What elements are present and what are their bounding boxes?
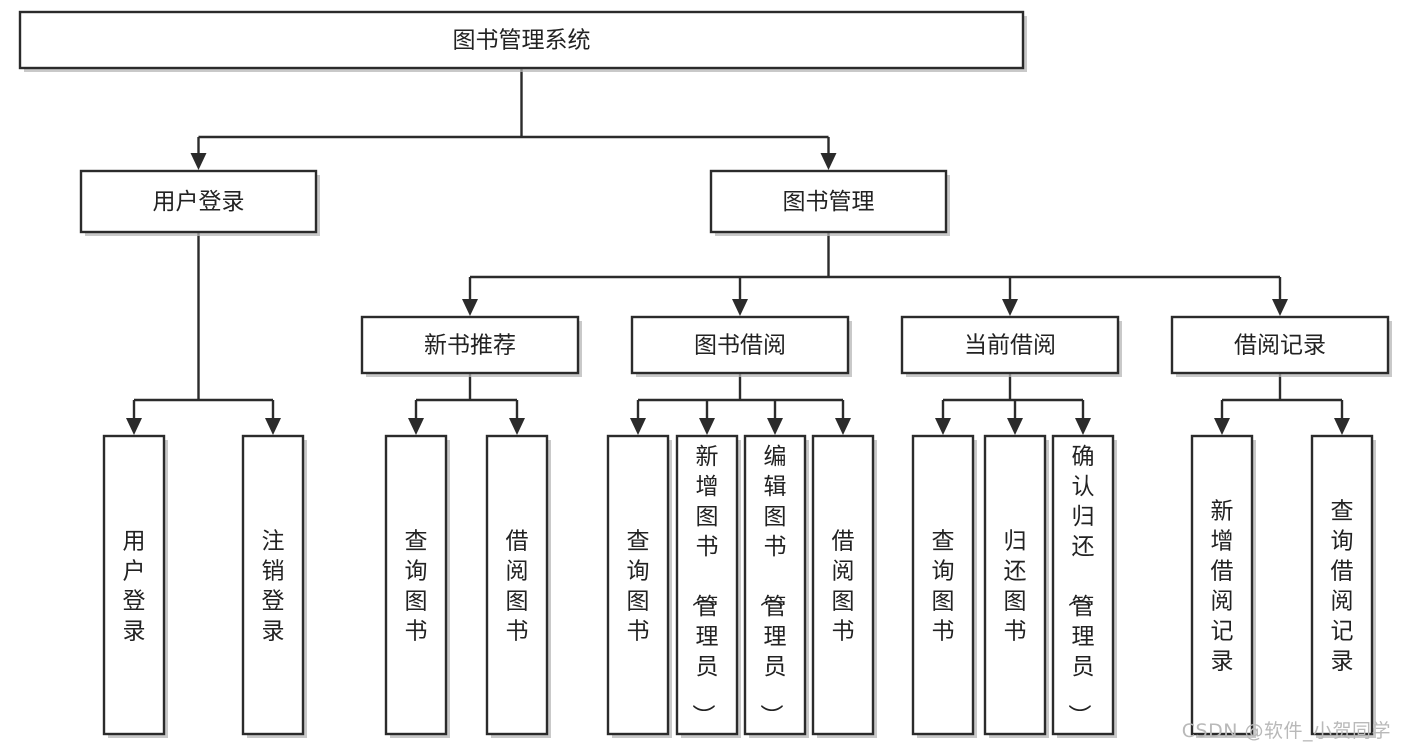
edges-from-book-borrow bbox=[630, 373, 851, 435]
node-label: 查询图书 bbox=[405, 528, 428, 644]
node-label: 确认归还（管理员） bbox=[1066, 444, 1095, 727]
node-leaf-query-book-borrow[interactable]: 查询图书 bbox=[606, 434, 672, 738]
node-user-login[interactable]: 用户登录 bbox=[79, 169, 320, 236]
node-label: 用户登录 bbox=[123, 528, 146, 644]
node-label: 图书借阅 bbox=[694, 333, 786, 359]
edge-layer bbox=[126, 68, 1350, 435]
node-leaf-borrow-book[interactable]: 借阅图书 bbox=[811, 434, 877, 738]
node-label: 图书管理 bbox=[783, 189, 875, 215]
node-box bbox=[675, 434, 739, 736]
arrow-head bbox=[630, 418, 646, 435]
node-leaf-borrow-book-rec[interactable]: 借阅图书 bbox=[485, 434, 551, 738]
node-box bbox=[1170, 315, 1390, 375]
edges-from-new-book-rec bbox=[408, 373, 525, 435]
edges-from-current-borrow bbox=[935, 373, 1091, 435]
arrow-head bbox=[835, 418, 851, 435]
node-book-manage[interactable]: 图书管理 bbox=[709, 169, 950, 236]
node-borrow-record[interactable]: 借阅记录 bbox=[1170, 315, 1392, 377]
arrow-head bbox=[1214, 418, 1230, 435]
node-box bbox=[911, 434, 975, 736]
node-box bbox=[241, 434, 305, 736]
arrow-head bbox=[820, 153, 837, 170]
node-label: 借阅图书 bbox=[506, 528, 529, 644]
edges-from-root bbox=[190, 68, 837, 170]
node-label: 查询借阅记录 bbox=[1331, 498, 1354, 674]
arrow-head bbox=[1075, 418, 1091, 435]
node-label: 新增图书（管理员） bbox=[690, 444, 719, 727]
node-leaf-query-book-current[interactable]: 查询图书 bbox=[911, 434, 977, 738]
node-box bbox=[102, 434, 166, 736]
node-book-borrow[interactable]: 图书借阅 bbox=[630, 315, 852, 377]
node-leaf-add-borrow-record[interactable]: 新增借阅记录 bbox=[1190, 434, 1256, 738]
node-label: 新增借阅记录 bbox=[1211, 498, 1234, 674]
node-leaf-add-book-admin[interactable]: 新增图书（管理员） bbox=[675, 434, 741, 738]
watermark-text: CSDN @软件_小贺同学 bbox=[1181, 720, 1391, 742]
arrow-head bbox=[1007, 418, 1023, 435]
node-label: 查询图书 bbox=[932, 528, 955, 644]
node-leaf-user-login[interactable]: 用户登录 bbox=[102, 434, 168, 738]
arrow-head bbox=[767, 418, 783, 435]
node-box bbox=[79, 169, 318, 234]
arrow-head bbox=[265, 418, 281, 435]
node-box bbox=[900, 315, 1120, 375]
node-current-borrow[interactable]: 当前借阅 bbox=[900, 315, 1122, 377]
node-label: 图书管理系统 bbox=[453, 28, 591, 54]
arrow-head bbox=[408, 418, 424, 435]
node-box bbox=[743, 434, 807, 736]
node-layer: 图书管理系统用户登录图书管理新书推荐图书借阅当前借阅借阅记录用户登录注销登录查询… bbox=[18, 10, 1392, 738]
node-leaf-query-borrow-record[interactable]: 查询借阅记录 bbox=[1310, 434, 1376, 738]
arrow-head bbox=[462, 299, 478, 316]
arrow-head bbox=[190, 153, 207, 170]
node-box bbox=[811, 434, 875, 736]
node-label: 借阅图书 bbox=[832, 528, 855, 644]
node-box bbox=[983, 434, 1047, 736]
node-label: 归还图书 bbox=[1004, 528, 1027, 644]
edges-from-borrow-record bbox=[1214, 373, 1350, 435]
node-box bbox=[606, 434, 670, 736]
arrow-head bbox=[935, 418, 951, 435]
arrow-head bbox=[1272, 299, 1288, 316]
node-box bbox=[1051, 434, 1115, 736]
node-leaf-user-logout[interactable]: 注销登录 bbox=[241, 434, 307, 738]
node-box bbox=[630, 315, 850, 375]
node-label: 借阅记录 bbox=[1234, 333, 1326, 359]
node-box bbox=[485, 434, 549, 736]
arrow-head bbox=[126, 418, 142, 435]
arrow-head bbox=[1334, 418, 1350, 435]
arrow-head bbox=[732, 299, 748, 316]
node-leaf-edit-book-admin[interactable]: 编辑图书（管理员） bbox=[743, 434, 809, 738]
node-label: 新书推荐 bbox=[424, 333, 516, 359]
node-label: 用户登录 bbox=[153, 189, 245, 215]
node-label: 当前借阅 bbox=[964, 333, 1056, 359]
node-root[interactable]: 图书管理系统 bbox=[18, 10, 1027, 72]
node-label: 编辑图书（管理员） bbox=[758, 444, 787, 727]
node-new-book-rec[interactable]: 新书推荐 bbox=[360, 315, 582, 377]
node-leaf-query-book-rec[interactable]: 查询图书 bbox=[384, 434, 450, 738]
node-label: 查询图书 bbox=[627, 528, 650, 644]
arrow-head bbox=[509, 418, 525, 435]
node-box bbox=[709, 169, 948, 234]
node-box bbox=[1310, 434, 1374, 736]
arrow-head bbox=[699, 418, 715, 435]
node-leaf-return-book[interactable]: 归还图书 bbox=[983, 434, 1049, 738]
edges-from-user-login bbox=[126, 232, 281, 435]
arrow-head bbox=[1002, 299, 1018, 316]
node-box bbox=[1190, 434, 1254, 736]
node-leaf-confirm-return-admin[interactable]: 确认归还（管理员） bbox=[1051, 434, 1117, 738]
node-box bbox=[18, 10, 1025, 70]
node-box bbox=[384, 434, 448, 736]
node-label: 注销登录 bbox=[262, 528, 285, 644]
edges-from-book-manage bbox=[462, 232, 1288, 316]
node-box bbox=[360, 315, 580, 375]
